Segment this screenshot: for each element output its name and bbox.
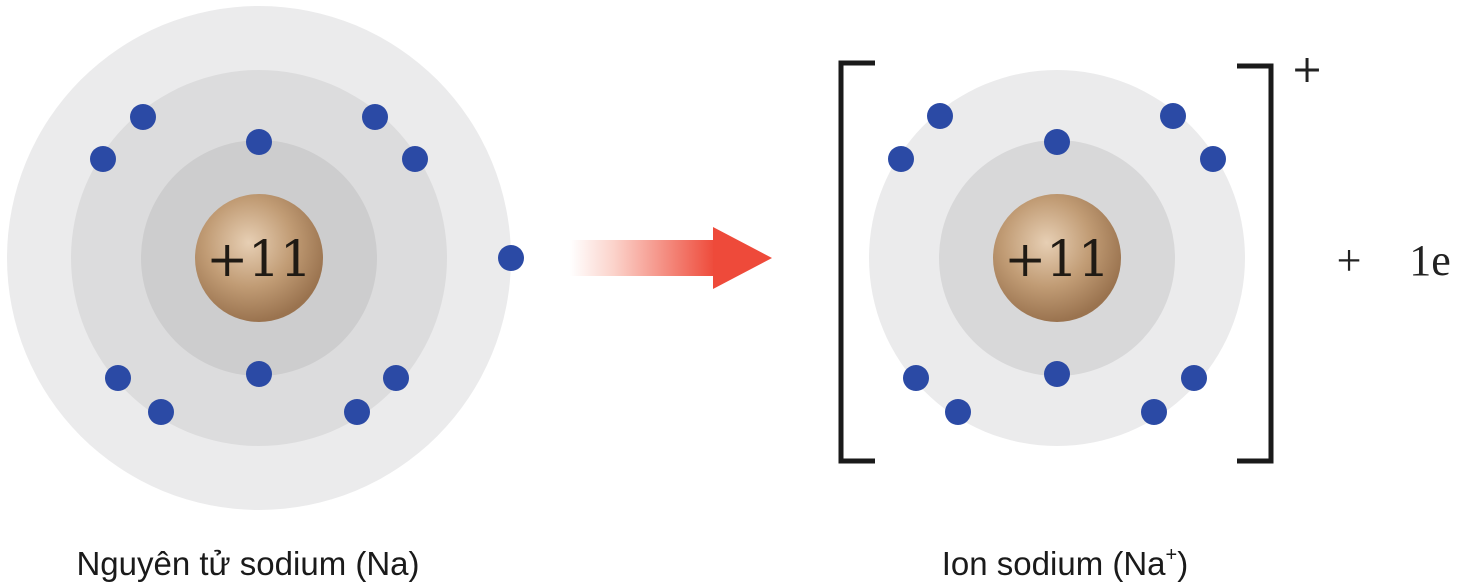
electron: [1044, 129, 1070, 155]
ion-bracket-charge: +: [1291, 47, 1323, 91]
electron: [888, 146, 914, 172]
electron: [1200, 146, 1226, 172]
sodium-ion: +11: [869, 70, 1245, 446]
electron: [903, 365, 929, 391]
atom-nucleus: [195, 194, 323, 322]
ion-nucleus: [993, 194, 1121, 322]
atom-nucleus-charge: +11: [206, 230, 312, 288]
reaction-arrow: [570, 227, 772, 289]
reaction-plus-sign: +: [1337, 236, 1362, 285]
electron: [344, 399, 370, 425]
electron: [90, 146, 116, 172]
released-electron-label: 1e: [1409, 236, 1451, 285]
electron: [402, 146, 428, 172]
right-bracket: [1237, 63, 1274, 464]
electron: [246, 361, 272, 387]
electron: [1160, 103, 1186, 129]
electron: [945, 399, 971, 425]
electron: [105, 365, 131, 391]
ion-nucleus-charge: +11: [1004, 230, 1110, 288]
ion-caption-close: ): [1177, 545, 1188, 582]
electron: [1181, 365, 1207, 391]
atom-electrons: [90, 104, 524, 425]
electron: [130, 104, 156, 130]
sodium-atom: +11: [7, 6, 524, 510]
atom-caption: Nguyên tử sodium (Na): [76, 545, 419, 582]
electron: [246, 129, 272, 155]
electron: [362, 104, 388, 130]
valence-electron: [498, 245, 524, 271]
ion-caption: Ion sodium (Na+): [942, 544, 1188, 582]
ion-brackets: [838, 60, 1274, 464]
ion-caption-main: Ion sodium (Na: [942, 545, 1166, 582]
left-bracket: [838, 60, 875, 464]
electron: [148, 399, 174, 425]
electron: [1141, 399, 1167, 425]
ion-caption-superscript: +: [1166, 544, 1178, 566]
electron: [1044, 361, 1070, 387]
electron: [927, 103, 953, 129]
ion-electrons: [888, 103, 1226, 425]
electron: [383, 365, 409, 391]
